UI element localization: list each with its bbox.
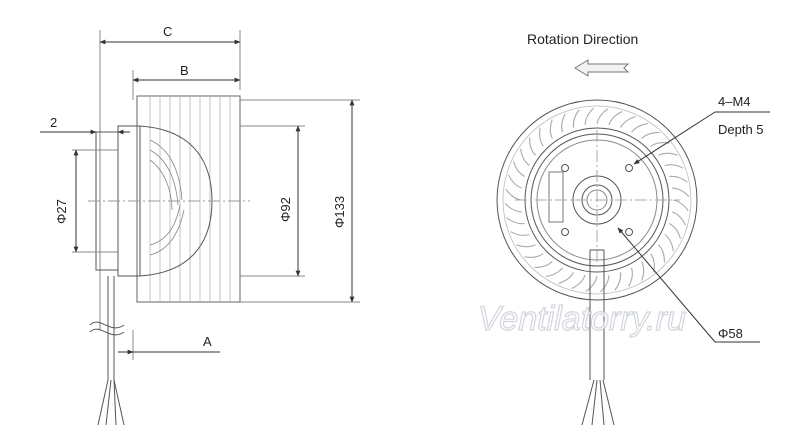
impeller-blade [572,109,580,128]
label-plate [548,171,564,223]
impeller-blade [584,107,594,125]
dim-2-label: 2 [50,115,57,130]
impeller-blade [620,115,636,128]
watermark-text: Ventilatorry.ru [478,300,686,338]
bolt-hole [561,228,569,236]
cable [581,249,615,426]
impeller-blade [516,244,536,248]
impeller-blade [664,234,674,252]
impeller-blade [529,137,536,156]
impeller-blade [669,223,682,239]
impeller-blade [585,275,598,292]
impeller-blade [545,267,563,277]
side-view [88,30,250,426]
impeller-blade [658,152,678,156]
impeller-blade [669,175,688,183]
rotation-direction-title: Rotation Direction [527,31,638,47]
impeller-blade [512,161,525,177]
bolt-hole [625,228,633,236]
impeller-blade [524,253,544,258]
dim-phi58-label: Φ58 [718,326,743,341]
impeller-blade [510,231,530,236]
impeller-blade [672,187,690,197]
impeller-blade [504,203,522,213]
bolt-hole [561,164,569,172]
impeller-blade [561,113,566,133]
impeller-blade [505,188,522,201]
impeller-blade [549,119,553,139]
outer-ring [496,99,698,301]
impeller-blade [600,275,610,293]
impeller-blade [571,274,586,289]
impeller-blade [608,111,623,126]
impeller-blade [641,261,645,281]
impeller-blade [558,272,574,285]
impeller-blade [596,108,609,125]
dim-a-label: A [203,334,212,349]
dim-phi92-label: Φ92 [278,197,293,222]
rotation-arrow-icon [574,59,630,77]
thread-spec-label: 4–M4 [718,94,751,109]
impeller-block [136,95,241,303]
impeller-blade [508,174,523,189]
impeller-blade [539,127,544,147]
impeller-blade [520,148,530,166]
impeller-blade [534,261,553,268]
impeller-blade [641,132,660,139]
impeller-blade [628,267,633,287]
dim-phi133-label: Φ133 [332,196,347,228]
impeller-blade [664,164,684,169]
impeller-blade [614,272,622,291]
dim-phi27-label: Φ27 [54,199,69,224]
dim-b-label: B [180,63,189,78]
front-view [496,99,698,426]
front-view-leaders [617,111,770,343]
cable [97,276,125,426]
impeller-blade [671,211,686,226]
impeller-blade [658,244,665,263]
side-view-dimensions [40,39,360,360]
impeller-fins [149,96,231,302]
bolt-hole [625,164,633,172]
depth-label: Depth 5 [718,122,764,137]
impeller-blade [672,199,689,212]
impeller-blade [506,217,525,225]
blade-ring [504,107,690,293]
dim-c-label: C [163,24,172,39]
impeller-blade [631,123,649,133]
